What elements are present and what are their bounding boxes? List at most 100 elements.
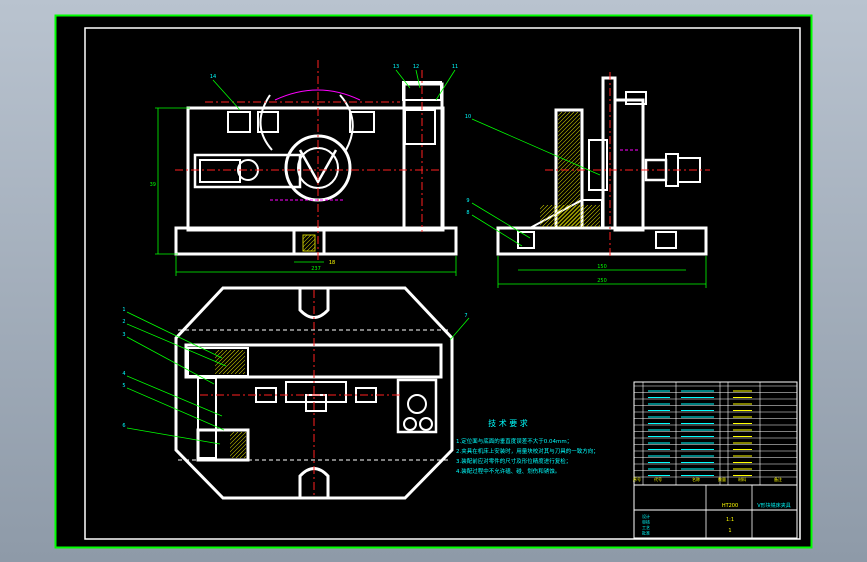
hatch-line bbox=[558, 121, 580, 145]
column-nut bbox=[404, 109, 436, 145]
leader-line-14 bbox=[212, 79, 241, 111]
hatch-line bbox=[553, 205, 577, 227]
leader-line-6 bbox=[126, 427, 221, 445]
hatch-line bbox=[545, 205, 569, 227]
plan-clamp-arm bbox=[197, 377, 217, 459]
plan-body bbox=[174, 286, 454, 500]
swing-arc-left bbox=[259, 94, 273, 151]
hatch-line bbox=[558, 112, 579, 133]
hatch-line bbox=[559, 205, 580, 226]
title-block: 序号代号名称数量材料备注Ⅴ形块铣床夹具HT2001:11设计审核工艺批准 bbox=[633, 381, 798, 539]
hatch-lines bbox=[540, 205, 600, 227]
slide-rail bbox=[193, 153, 302, 189]
hatch-line bbox=[230, 432, 246, 449]
plan-handwheel bbox=[407, 394, 427, 414]
hatch-line bbox=[239, 451, 246, 458]
bom-header-3: 名称 bbox=[692, 476, 700, 482]
sheet-background bbox=[54, 14, 813, 549]
dim-text-height: 39 bbox=[150, 182, 156, 188]
side-clamp-body bbox=[613, 98, 645, 232]
hatch-line bbox=[558, 153, 580, 177]
hatch-line bbox=[303, 235, 308, 240]
hatch-line bbox=[561, 205, 585, 227]
plan-handwheel-box bbox=[396, 378, 438, 434]
leader-line-7 bbox=[449, 317, 470, 341]
slide-block bbox=[199, 159, 241, 183]
dim-text-slot: 18 bbox=[329, 260, 335, 266]
leader-line-13 bbox=[395, 69, 411, 89]
title-scale: 1:1 bbox=[726, 517, 734, 523]
hatch-line bbox=[558, 129, 580, 153]
balloon-13: 13 bbox=[393, 64, 399, 70]
hatch-line bbox=[558, 113, 580, 137]
balloon-2: 2 bbox=[122, 319, 125, 325]
hatch-line bbox=[230, 432, 239, 441]
balloon-14: 14 bbox=[210, 74, 216, 80]
hatch-line bbox=[540, 205, 561, 226]
balloon-10: 10 bbox=[465, 114, 471, 120]
plan-center-block bbox=[285, 381, 347, 403]
hatch-line bbox=[558, 161, 580, 185]
hatch-line bbox=[558, 117, 580, 141]
plan-v-hatch bbox=[215, 350, 245, 374]
hatch-line bbox=[573, 205, 597, 227]
hatch-lines bbox=[215, 350, 245, 374]
v-notch bbox=[298, 149, 338, 185]
slot-hatch bbox=[303, 235, 315, 251]
clamp-right bbox=[349, 111, 375, 133]
tech-note-item-1: 1.定位面与底面的垂直度误差不大于0.04mm； bbox=[456, 437, 572, 445]
title-signature-1: 设计 bbox=[642, 513, 650, 519]
bom-header-5: 材料 bbox=[738, 476, 746, 482]
side-clamp-top bbox=[625, 91, 647, 105]
hatch-line bbox=[549, 205, 573, 227]
title-material: HT200 bbox=[722, 503, 738, 509]
hatch-lines bbox=[230, 432, 246, 458]
leader-line-12 bbox=[415, 69, 421, 89]
hatch-line bbox=[234, 363, 245, 374]
hatch-line bbox=[558, 185, 580, 209]
hatch-line bbox=[540, 205, 553, 218]
hatch-line bbox=[558, 125, 580, 149]
hatch-lines bbox=[558, 112, 580, 226]
drawing-sheet bbox=[54, 14, 813, 549]
dim-text-side-2: 250 bbox=[597, 278, 607, 284]
hatch-line bbox=[222, 351, 245, 374]
hatch-line bbox=[558, 189, 580, 213]
title-drawing-name: Ⅴ形块铣床夹具 bbox=[757, 502, 790, 509]
leader-line-5 bbox=[126, 387, 225, 431]
hatch-line bbox=[230, 432, 243, 445]
hatch-line bbox=[238, 367, 245, 374]
plan-v-block bbox=[187, 347, 249, 377]
plan-knob-2 bbox=[419, 417, 433, 431]
bom-header-1: 序号 bbox=[633, 476, 641, 482]
bom-header-4: 数量 bbox=[718, 476, 726, 482]
leader-line-2 bbox=[126, 323, 227, 367]
hatch-line bbox=[540, 205, 549, 214]
hatch-line bbox=[230, 439, 246, 457]
dim-text-width: 237 bbox=[311, 266, 321, 272]
hatch-line bbox=[565, 205, 589, 227]
balloon-5: 5 bbox=[122, 383, 125, 389]
plan-clamp-hatch bbox=[230, 432, 246, 458]
leader-line-11 bbox=[435, 69, 456, 101]
outer-frame bbox=[55, 15, 812, 548]
hatch-line bbox=[303, 235, 315, 248]
hatch-line bbox=[231, 443, 246, 458]
balloon-7: 7 bbox=[464, 313, 467, 319]
hatch-line bbox=[541, 205, 565, 227]
balloon-9: 9 bbox=[466, 198, 469, 204]
hatch-line bbox=[230, 435, 246, 453]
hatch-line bbox=[215, 350, 224, 359]
leader-line-4 bbox=[126, 375, 223, 417]
hatch-line bbox=[540, 205, 545, 210]
bom-header-6: 备注 bbox=[774, 476, 782, 482]
hatch-line bbox=[558, 201, 580, 225]
hatch-line bbox=[215, 350, 232, 367]
hatch-line bbox=[303, 238, 315, 251]
hatch-line bbox=[230, 359, 245, 374]
hatch-line bbox=[218, 350, 244, 374]
hatch-line bbox=[226, 355, 245, 374]
hatch-line bbox=[310, 246, 315, 251]
